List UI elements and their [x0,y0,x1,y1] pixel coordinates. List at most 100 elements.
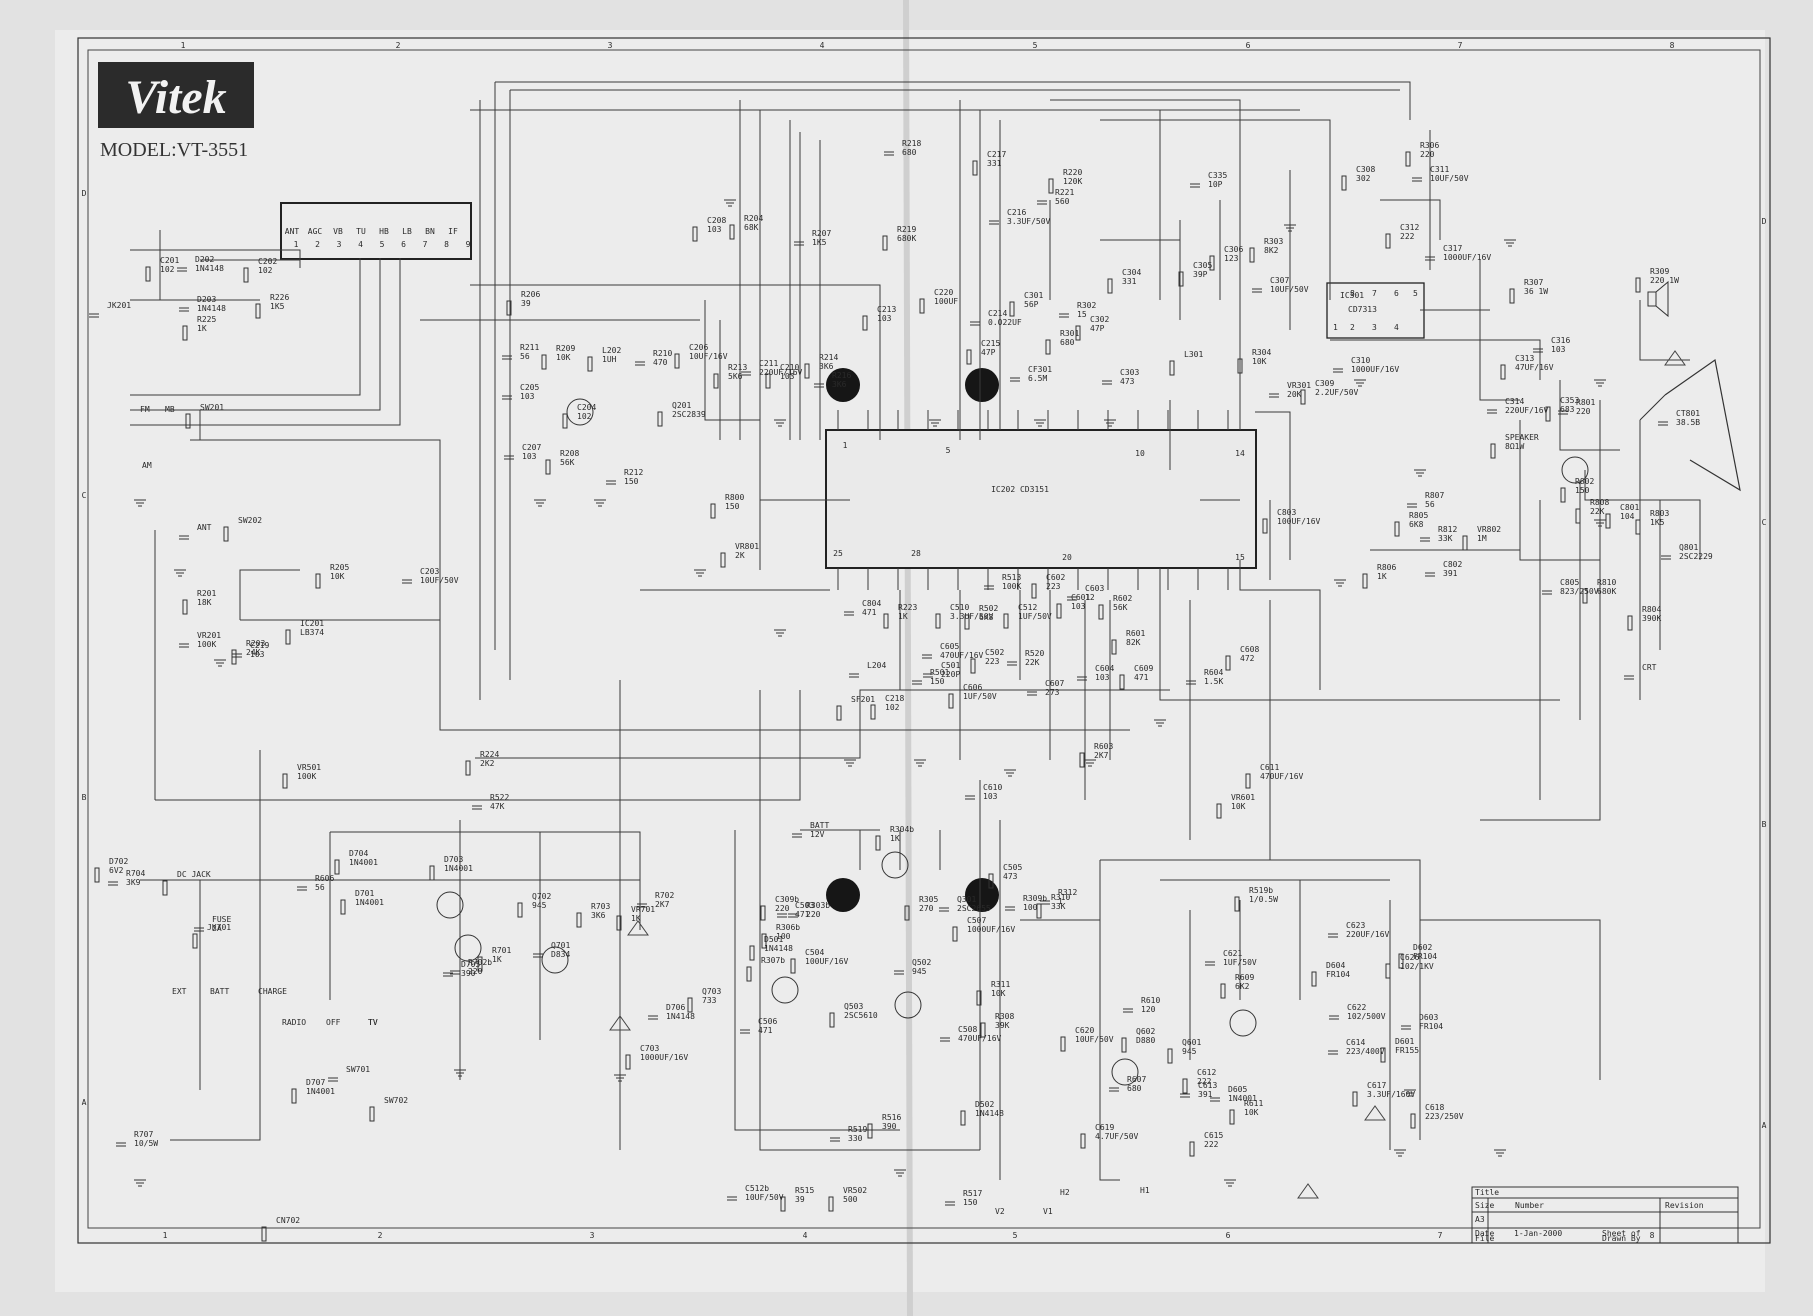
grid-row-label: C [82,491,87,500]
component-l301: L301 [1169,350,1203,376]
resistor-symbol [919,298,925,314]
component-value: 470UF/16V [940,651,984,660]
component-value: 1K5 [1650,518,1665,527]
component-ref: C215 [981,339,1000,348]
component-ref: R301 [1060,329,1079,338]
resistor-symbol [1031,583,1037,599]
component-ref: C504 [805,948,824,957]
component-ref: R216 [832,371,851,380]
component-ref: C211 [759,359,778,368]
component-ref: R515 [795,1186,814,1195]
component-value: 10K [556,353,571,362]
component-ref: R302 [1077,301,1096,310]
transistor-symbol [1561,456,1589,484]
resistor-symbol [1111,639,1117,655]
component-value: 1UF/50V [1223,958,1257,967]
resistor-symbol [1178,271,1184,287]
component-ref: C317 [1443,244,1462,253]
component-value: 120K [1063,177,1082,186]
component-ref: R307b [761,956,785,965]
grid-column-label: 3 [608,41,613,50]
wire [1100,119,1331,300]
component-ref: SW701 [346,1065,370,1074]
deflection-coil-label: H1 [1140,1186,1150,1195]
component-ref: C602 [1046,573,1065,582]
ground-symbol [134,1179,146,1187]
resistor-symbol [1225,655,1231,671]
component-ref: R702b [468,958,492,967]
component-value: 223/250V [1425,1112,1464,1121]
component-ref: R212 [624,468,643,477]
component-ref: C311 [1430,165,1449,174]
ground-symbol [1034,419,1046,427]
resistor-symbol [972,160,978,176]
component-ref: R703 [591,902,610,911]
resistor-symbol [713,373,719,389]
transistor-symbol [894,991,922,1019]
resistor-symbol [882,235,888,251]
ic301-pin-number: 4 [1394,323,1399,332]
resistor-symbol [867,1123,873,1139]
component-ref: C210 [780,363,799,372]
resistor-symbol [1262,518,1268,534]
resistor-symbol [836,705,842,721]
title-block-date: 1-Jan-2000 [1514,1229,1562,1238]
resistor-symbol [1169,360,1175,376]
component-ref: C614 [1346,1038,1365,1047]
ic301-pin-number: 8 [1350,289,1355,298]
component-value: 391 [1443,569,1458,578]
resistor-symbol [1216,803,1222,819]
component-value: 1.5K [1204,677,1223,686]
component-ref: C613 [1198,1081,1217,1090]
component-ref: C804 [862,599,881,608]
component-ref: R516 [882,1113,901,1122]
component-ref: D703 [444,855,463,864]
component-ref: C507 [967,916,986,925]
grid-row-label: A [82,1098,87,1107]
component-ref: C604 [1095,664,1114,673]
resistor-symbol [1209,255,1215,271]
component-jk701: JK701 [192,923,231,949]
component-ref: C206 [689,343,708,352]
transistor-symbol [566,398,594,426]
ground-symbol [1224,1179,1236,1187]
wire [739,100,791,440]
ground-symbol [1084,759,1096,767]
wire [130,258,401,426]
component-value: 10UF/50V [1270,285,1309,294]
resistor-symbol [94,867,100,883]
resistor-symbol [517,902,523,918]
component-ref: R308 [995,1012,1014,1021]
component-value: 120 [1141,1005,1156,1014]
ground-symbol [594,499,606,507]
component-value: 223/400V [1346,1047,1385,1056]
ground-symbol [914,759,926,767]
component-ref: D707 [306,1078,325,1087]
component-value: LB374 [300,628,324,637]
grid-row-label: D [1762,217,1767,226]
component-ref: R701 [492,946,511,955]
component-ref: D501 [764,935,783,944]
